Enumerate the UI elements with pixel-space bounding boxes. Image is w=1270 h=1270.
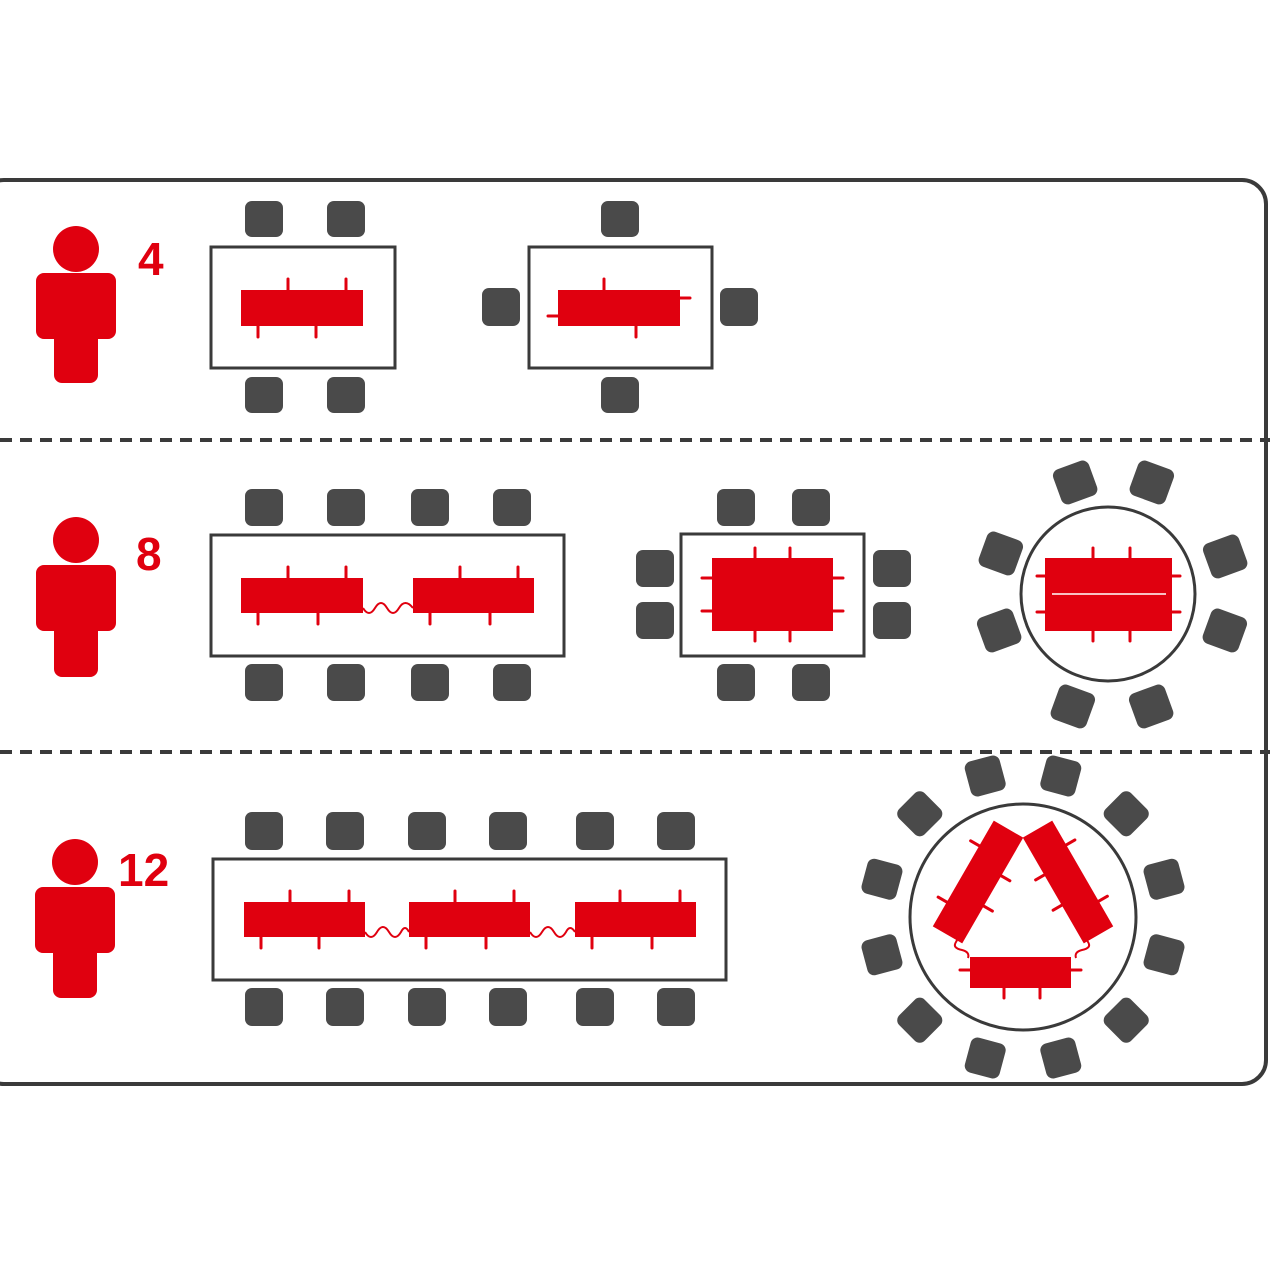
chair-icon <box>657 812 695 850</box>
chair-icon <box>245 201 283 237</box>
chair-icon <box>408 988 446 1026</box>
person-icon <box>36 517 116 677</box>
chair-icon <box>326 988 364 1026</box>
chair-icon <box>1103 997 1149 1043</box>
chair-icon <box>489 988 527 1026</box>
table-layout-rectangle <box>209 201 397 413</box>
table-layout-long <box>211 812 728 1026</box>
chair-icon <box>1103 791 1149 837</box>
person-icon <box>35 839 115 998</box>
chair-icon <box>1202 608 1248 653</box>
chair-icon <box>326 812 364 850</box>
table-unit-icon <box>1022 820 1114 944</box>
chair-icon <box>897 791 943 837</box>
people-count-label: 4 <box>138 233 164 285</box>
chair-icon <box>873 602 911 639</box>
chair-icon <box>493 489 531 526</box>
row-4-people: 4 <box>36 201 758 413</box>
table-outline <box>209 533 566 658</box>
people-count-label: 12 <box>118 844 169 896</box>
chair-icon <box>720 288 758 326</box>
table-unit-icon <box>409 889 530 950</box>
chair-icon <box>601 201 639 237</box>
chair-icon <box>861 934 903 976</box>
people-count-label: 8 <box>136 528 162 580</box>
chair-icon <box>327 664 365 701</box>
chair-icon <box>636 602 674 639</box>
table-unit-icon <box>932 820 1024 944</box>
chair-icon <box>327 489 365 526</box>
chair-icon <box>792 489 830 526</box>
chair-icon <box>601 377 639 413</box>
connector-wire <box>951 931 970 959</box>
connector-wire <box>362 602 414 614</box>
table-unit-icon <box>575 889 696 950</box>
table-unit-icon <box>244 889 365 950</box>
chair-icon <box>245 489 283 526</box>
table-unit-icon <box>241 277 363 339</box>
table-outline <box>209 245 397 370</box>
table-layout-square <box>636 489 911 701</box>
chair-icon <box>1143 934 1185 976</box>
table-layout-round <box>976 460 1248 729</box>
chair-icon <box>489 812 527 850</box>
table-outline <box>527 245 714 370</box>
chair-icon <box>717 664 755 701</box>
chair-icon <box>873 550 911 587</box>
chair-icon <box>897 997 943 1043</box>
chair-icon <box>964 755 1006 797</box>
chair-icon <box>976 608 1022 653</box>
table-outline <box>908 802 1138 1032</box>
row-12-people: 12 <box>35 755 1185 1079</box>
chair-icon <box>1050 684 1096 729</box>
table-layout-long <box>209 489 566 701</box>
table-layout-round-large <box>861 755 1185 1079</box>
chair-icon <box>1040 1037 1082 1079</box>
table-outline <box>679 532 866 658</box>
connector-wire <box>1074 931 1093 959</box>
chair-icon <box>576 812 614 850</box>
chair-icon <box>978 531 1024 576</box>
chair-icon <box>245 812 283 850</box>
chair-icon <box>1128 684 1174 729</box>
table-outline <box>1019 505 1197 683</box>
chair-icon <box>1052 460 1098 505</box>
connector-wire <box>364 926 410 938</box>
connector-wire <box>529 926 576 938</box>
chair-icon <box>408 812 446 850</box>
chair-icon <box>792 664 830 701</box>
chair-icon <box>245 664 283 701</box>
chair-icon <box>411 489 449 526</box>
table-outline <box>211 857 728 982</box>
chair-icon <box>493 664 531 701</box>
chair-icon <box>327 377 365 413</box>
chair-icon <box>1202 534 1248 579</box>
chair-icon <box>964 1037 1006 1079</box>
row-8-people: 8 <box>36 460 1248 729</box>
chair-icon <box>245 377 283 413</box>
chair-icon <box>411 664 449 701</box>
chair-icon <box>717 489 755 526</box>
chair-icon <box>327 201 365 237</box>
table-unit-icon <box>241 565 363 626</box>
chair-icon <box>245 988 283 1026</box>
chair-icon <box>1040 755 1082 797</box>
table-unit-icon <box>958 957 1083 1000</box>
table-unit-icon <box>546 277 692 339</box>
chair-icon <box>576 988 614 1026</box>
table-unit-icon <box>700 546 845 643</box>
table-layout-rectangle <box>482 201 758 413</box>
chair-icon <box>657 988 695 1026</box>
table-unit-icon <box>1035 546 1182 643</box>
chair-icon <box>1143 858 1185 900</box>
chair-icon <box>482 288 520 326</box>
table-unit-icon <box>413 565 534 626</box>
chair-icon <box>636 550 674 587</box>
chair-icon <box>861 858 903 900</box>
person-icon <box>36 226 116 383</box>
chair-icon <box>1129 460 1175 505</box>
